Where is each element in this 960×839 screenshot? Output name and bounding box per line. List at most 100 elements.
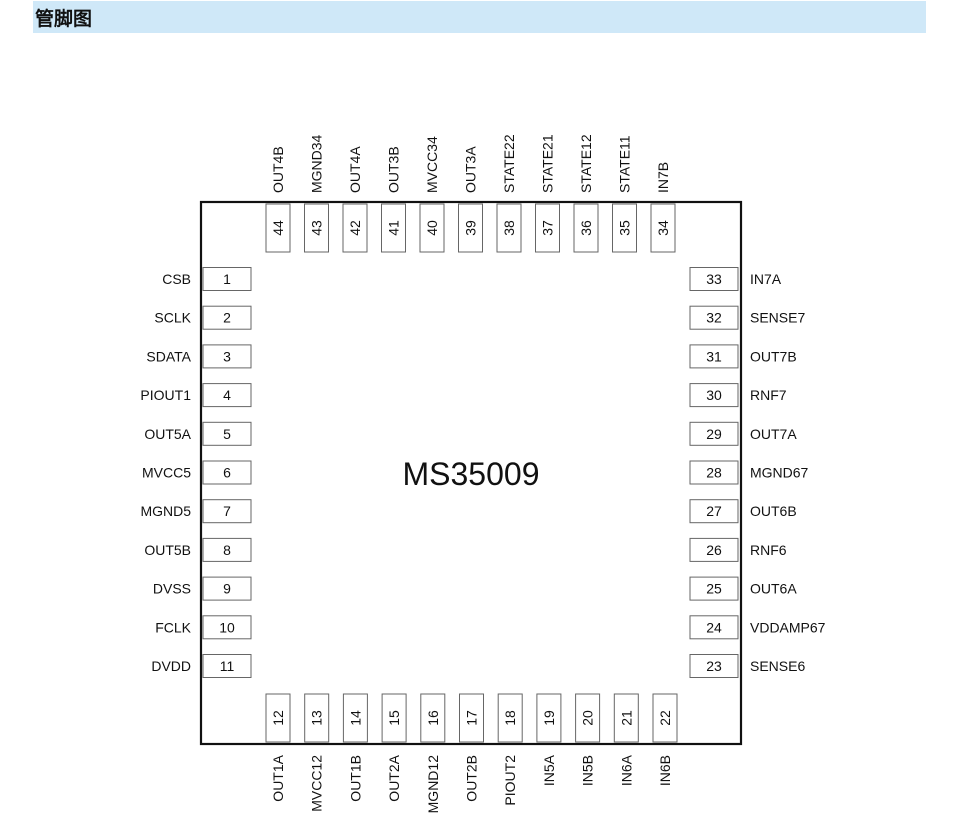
pin-number: 32	[706, 310, 722, 326]
pin-box	[689, 383, 739, 408]
pin-box	[202, 654, 252, 678]
pin-label: OUT4A	[347, 146, 363, 193]
pin-label: OUT1A	[270, 754, 286, 801]
pin-label: MVCC34	[424, 136, 440, 193]
pin-number: 17	[464, 710, 480, 726]
pin-label: OUT5B	[144, 542, 191, 558]
pin-box	[458, 203, 483, 253]
pin-label: OUT6A	[750, 581, 797, 597]
pin-box	[689, 267, 739, 291]
pin-box	[420, 693, 446, 743]
pin-number: 8	[223, 542, 231, 558]
chip-body	[199, 200, 743, 746]
pin-label: PIOUT1	[140, 387, 191, 403]
pin-label: SDATA	[146, 348, 191, 364]
pin-box	[202, 305, 252, 330]
pin-label: IN7B	[655, 162, 671, 193]
pin-number: 6	[223, 465, 231, 481]
pin-number: 24	[706, 619, 722, 635]
pin-box	[650, 203, 676, 253]
pin-box	[459, 693, 484, 743]
pin-box	[689, 460, 739, 485]
pin-label: RNF7	[750, 387, 787, 403]
pin-number: 19	[541, 710, 557, 726]
pin-label: OUT1B	[347, 755, 363, 802]
chip-name: MS35009	[403, 456, 540, 492]
pin-number: 18	[502, 710, 518, 726]
pin-label: OUT5A	[144, 426, 191, 442]
pin-label: MGND5	[140, 503, 191, 519]
pin-number: 33	[706, 271, 722, 287]
section-title: 管脚图	[35, 8, 93, 30]
pin-number: 35	[617, 220, 633, 236]
pin-label: OUT2A	[386, 754, 402, 801]
pin-label: IN6B	[657, 755, 673, 786]
pin-number: 36	[578, 220, 594, 236]
pin-number: 12	[270, 710, 286, 726]
pin-box	[575, 693, 601, 743]
pin-box	[689, 615, 739, 640]
pin-number: 10	[219, 619, 235, 635]
pin-box	[689, 499, 739, 524]
pin-label: OUT7A	[750, 426, 797, 442]
pin-label: IN6A	[618, 754, 634, 786]
pin-number: 7	[223, 503, 231, 519]
pin-number: 28	[706, 465, 722, 481]
pin-number: 9	[223, 581, 231, 597]
pin-label: STATE11	[617, 135, 633, 193]
pin-box	[342, 693, 368, 743]
pin-number: 37	[540, 220, 556, 236]
pin-box	[202, 344, 252, 369]
pin-label: MGND12	[425, 755, 441, 814]
pin-number: 27	[706, 503, 722, 519]
pin-number: 15	[386, 710, 402, 726]
section-header: 管脚图	[33, 1, 926, 33]
pin-number: 42	[347, 220, 363, 236]
pin-number: 5	[223, 426, 231, 442]
pin-number: 41	[386, 220, 402, 236]
pin-number: 25	[706, 581, 722, 597]
pin-label: OUT3A	[463, 146, 479, 193]
pin-number: 14	[347, 710, 363, 726]
pin-number: 30	[706, 387, 722, 403]
pin-number: 22	[657, 710, 673, 726]
pin-label: SCLK	[154, 310, 191, 326]
pin-box	[689, 305, 739, 330]
pin-box	[689, 421, 739, 446]
pin-number: 20	[580, 710, 596, 726]
pin-box	[612, 203, 637, 253]
pin-label: CSB	[162, 271, 191, 287]
pin-box	[535, 203, 560, 253]
pin-box	[202, 267, 252, 291]
pin-label: STATE21	[540, 134, 556, 193]
pin-box	[304, 203, 329, 253]
pin-label: DVDD	[151, 658, 191, 674]
pin-box	[304, 693, 330, 743]
pin-number: 31	[706, 348, 722, 364]
pin-label: IN7A	[750, 271, 782, 287]
pin-label: MVCC5	[142, 465, 191, 481]
pin-label: VDDAMP67	[750, 619, 826, 635]
pin-label: SENSE7	[750, 310, 805, 326]
pin-label: DVSS	[153, 581, 191, 597]
pin-box	[202, 421, 252, 446]
pin-label: OUT7B	[750, 348, 797, 364]
pin-label: STATE22	[501, 134, 517, 193]
pin-label: IN5B	[580, 755, 596, 786]
pin-box	[652, 693, 678, 743]
pin-label: SENSE6	[750, 658, 805, 674]
pin-number: 2	[223, 310, 231, 326]
pin-label: STATE12	[578, 134, 594, 193]
pin-box	[689, 576, 739, 601]
pin-box	[381, 693, 407, 743]
pin-number: 4	[223, 387, 231, 403]
pin-box	[419, 203, 445, 253]
pin-box	[202, 615, 252, 640]
pin-label: OUT2B	[464, 755, 480, 802]
pin-number: 39	[463, 220, 479, 236]
pin-label: MVCC12	[309, 755, 325, 812]
pin-label: FCLK	[155, 619, 191, 635]
pin-box	[613, 693, 639, 743]
pin-box	[689, 654, 739, 678]
